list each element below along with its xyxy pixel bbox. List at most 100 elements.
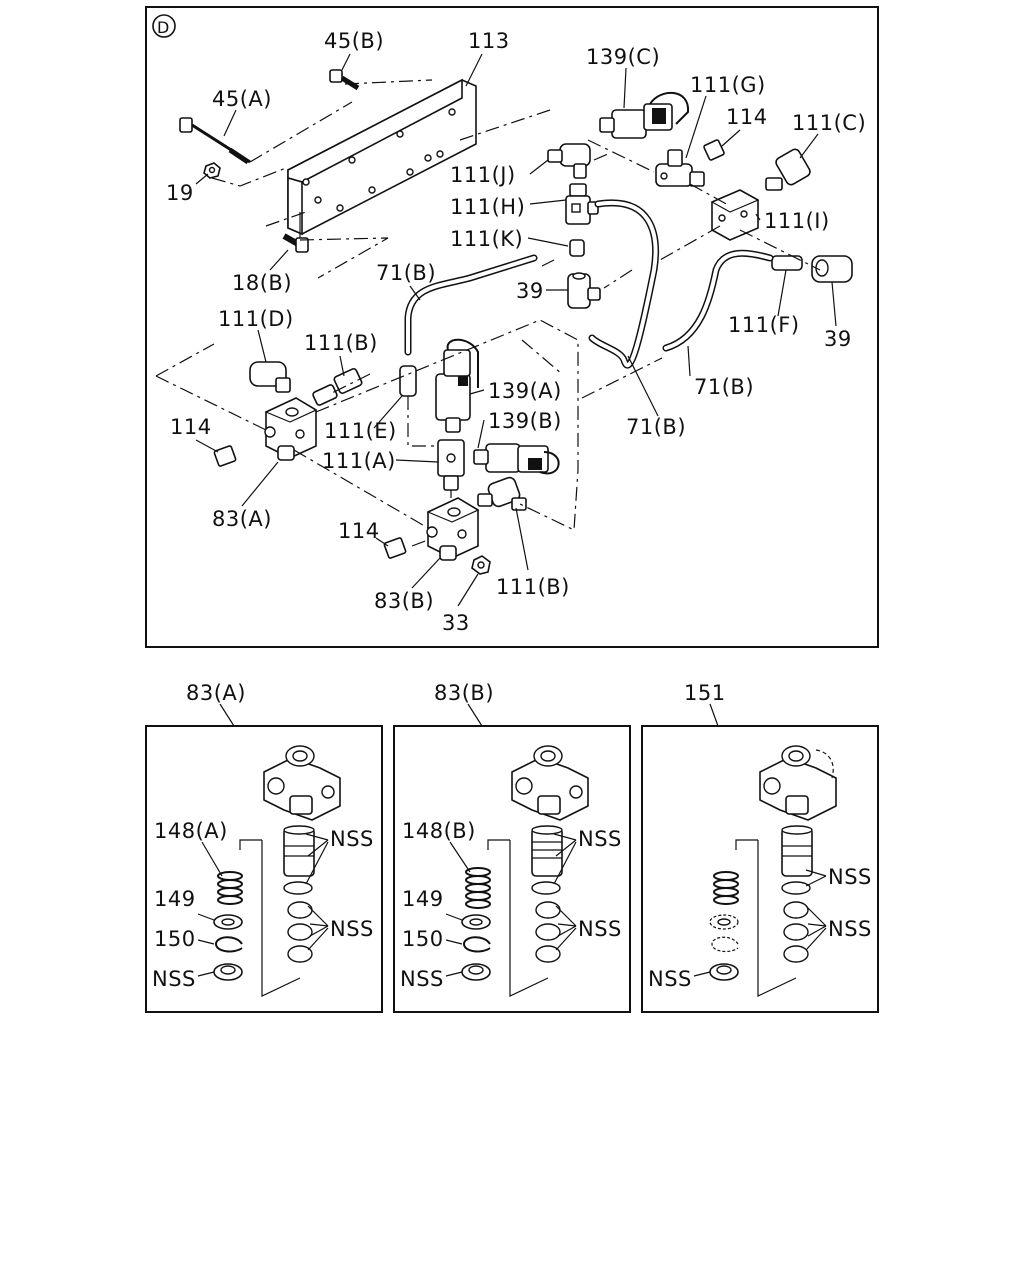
label-71b-top: 71(B) [376,261,436,285]
detail-83b-label-nss-piston: NSS [578,827,622,851]
cap-nss [213,963,243,981]
label-111b-lower: 111(B) [496,575,570,599]
sensor-139a [435,338,479,433]
cap-nss-b [461,963,491,981]
label-139a: 139(A) [488,379,562,403]
detail-83b-label-nss-seals: NSS [578,917,622,941]
label-111c: 111(C) [792,111,866,135]
spring-148a [217,871,243,905]
label-111e: 111(E) [324,419,397,443]
block-111a [437,439,465,491]
section-marker-letter: D [157,18,170,37]
detail-panel-151: 151 [641,681,879,1013]
bracket-guides [211,79,551,279]
detail-83a-label-150: 150 [154,927,196,951]
snap-ring-150-b [462,936,491,953]
elbow-39-right [811,255,853,283]
fitting-83a [264,397,318,461]
fitting-111f [771,255,803,271]
detail-panel-83b: 83(B) [393,681,631,1013]
valve-body-151 [759,745,837,821]
bolt-45a [179,117,251,165]
spring-151 [713,871,739,905]
plug-114-lower [383,537,407,559]
label-83a: 83(A) [212,507,272,531]
piston-83b [531,825,563,895]
bracket-113 [287,78,477,240]
detail-151-label-nss-cap: NSS [648,967,692,991]
snap-ring-150 [214,936,243,953]
tube-71b [404,199,774,369]
piston-151 [781,825,813,895]
washer-149 [213,914,243,930]
label-111f: 111(F) [728,313,800,337]
detail-title-83a: 83(A) [186,681,246,705]
elbow-111d [249,361,291,393]
main-leader-lines [195,53,837,607]
fitting-111b-upper [312,367,363,406]
plug-114-left [213,445,237,467]
seals-83a [287,901,313,963]
detail-83a-label-148a: 148(A) [154,819,228,843]
washer-149-b [461,914,491,930]
bolt-45b [329,69,360,91]
label-111a: 111(A) [322,449,396,473]
label-111h: 111(H) [450,195,525,219]
sensor-139b [473,443,560,475]
detail-151-label-nss-piston: NSS [828,865,872,889]
detail-83a-label-149: 149 [154,887,196,911]
label-111d: 111(D) [218,307,294,331]
spring-148b [465,867,491,909]
label-19: 19 [166,181,194,205]
piston-83a [283,825,315,895]
detail-leaders-151 [693,839,827,997]
elbow-39-center [567,272,601,309]
washer-151 [709,914,739,930]
snap-ring-151 [711,936,739,953]
detail-frame-83a [145,725,383,1013]
fitting-83b [426,497,480,561]
bolt-18b [282,233,309,253]
detail-panel-83a: 83(A) [145,681,383,1013]
label-18b: 18(B) [232,271,292,295]
detail-frame-151 [641,725,879,1013]
label-39-center: 39 [516,279,544,303]
elbow-111b-lower [477,476,527,511]
label-111k: 111(K) [450,227,523,251]
adapter-111e [399,365,417,397]
seals-83b [535,901,561,963]
block-111i [710,189,760,241]
section-marker: D [152,14,176,38]
detail-83a-label-nss-piston: NSS [330,827,374,851]
label-71b-center: 71(B) [626,415,686,439]
detail-title-83b: 83(B) [434,681,494,705]
sensor-139c [599,91,690,139]
elbow-111c [765,148,811,191]
plug-114-top [703,139,725,161]
detail-title-151: 151 [684,681,726,705]
label-114-left: 114 [170,415,212,439]
label-111i: 111(I) [764,209,830,233]
label-45b: 45(B) [324,29,384,53]
main-assembly-frame [145,6,879,648]
detail-83b-label-148b: 148(B) [402,819,476,843]
label-33: 33 [442,611,470,635]
detail-83b-label-149: 149 [402,887,444,911]
detail-151-label-nss-seals: NSS [828,917,872,941]
elbow-111j [547,143,591,179]
detail-83b-label-150: 150 [402,927,444,951]
label-111b-upper: 111(B) [304,331,378,355]
label-114-top: 114 [726,105,768,129]
detail-83a-label-nss-seals: NSS [330,917,374,941]
detail-leaders-83b [445,833,577,997]
label-111g: 111(G) [690,73,766,97]
detail-frame-83b [393,725,631,1013]
detail-83a-label-nss-cap: NSS [152,967,196,991]
label-111j: 111(J) [450,163,516,187]
valve-body-83b [511,745,589,821]
label-113: 113 [468,29,510,53]
detail-leaders-83a [197,833,329,997]
seals-151 [783,901,809,963]
label-71b-right: 71(B) [694,375,754,399]
nut-33 [471,555,491,575]
